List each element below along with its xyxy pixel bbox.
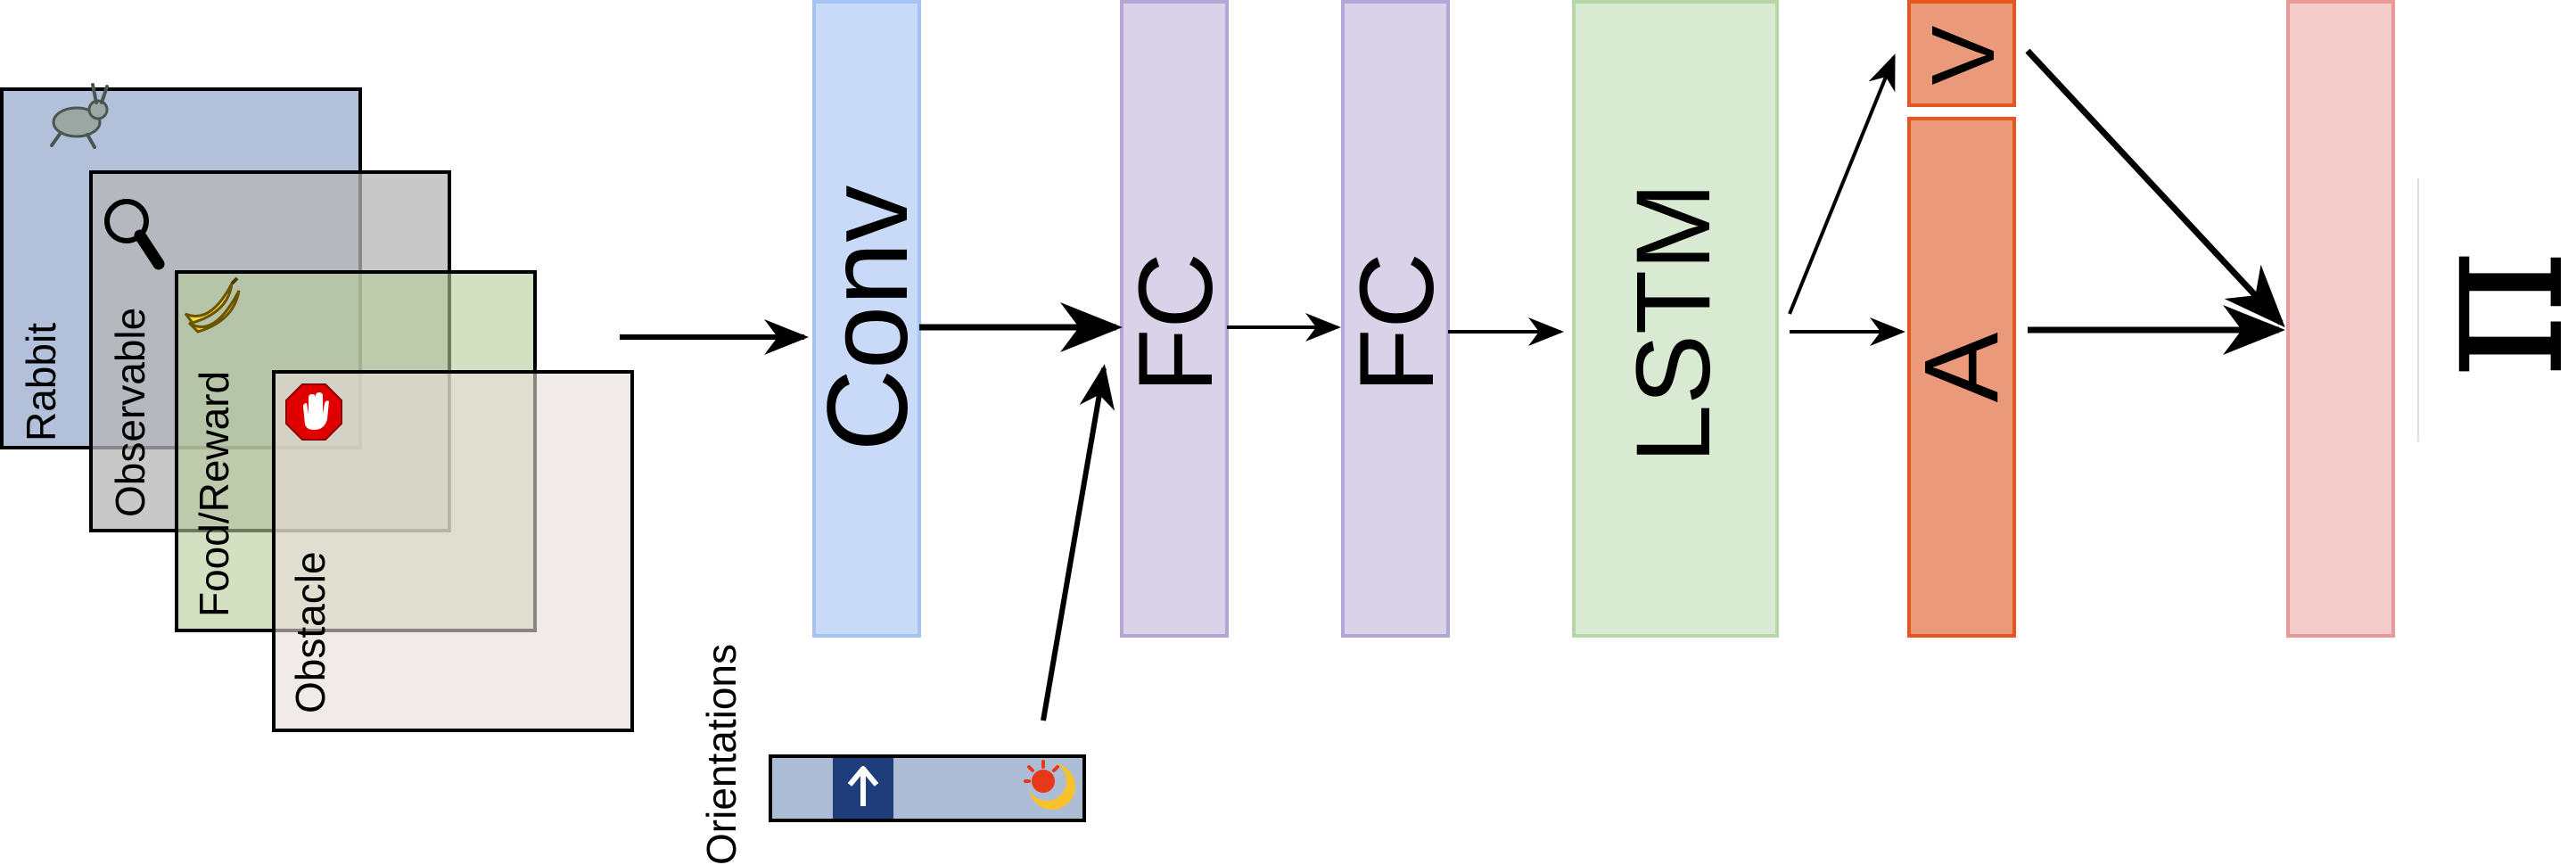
block-fc-2: FC [1338, 0, 1456, 638]
block-fc-1: FC [1117, 0, 1235, 638]
banana-icon [184, 276, 241, 334]
policy-symbol: π [2379, 250, 2576, 379]
policy-output: π [2379, 178, 2576, 441]
layer-label-rabbit: Rabbit [18, 323, 64, 441]
orientations-label: Orientations [698, 644, 745, 865]
connection-arrows [620, 48, 2285, 721]
magnifier-icon [104, 199, 165, 270]
layer-label-food-reward: Food/Reward [191, 371, 237, 617]
arrow-value-to-policy [2025, 48, 2285, 328]
block-label-lstm: LSTM [1615, 183, 1732, 464]
layer-label-observable: Observable [107, 308, 153, 517]
orientations-input: Orientations [698, 644, 1086, 865]
block-label-fc-2: FC [1338, 252, 1456, 392]
block-advantage: A [1903, 117, 2020, 638]
arrow-orientations-to-fc [1041, 364, 1115, 721]
rabbit-icon [50, 83, 109, 149]
block-lstm: LSTM [1572, 0, 1779, 638]
sun-moon-icon [1024, 760, 1075, 810]
input-layer-obstacle: Obstacle [272, 370, 634, 732]
block-conv: Conv [804, 0, 932, 638]
block-label-advantage: A [1903, 332, 2020, 402]
block-label-value: V [1913, 25, 2013, 85]
block-policy [2286, 0, 2395, 638]
arrow-up-icon [847, 766, 879, 806]
block-label-conv: Conv [804, 185, 932, 452]
block-label-fc-1: FC [1117, 252, 1235, 392]
arrow-lstm-to-value [1788, 54, 1896, 315]
layer-label-obstacle: Obstacle [287, 551, 333, 713]
block-value: V [1907, 0, 2016, 107]
stop-hand-icon [285, 383, 342, 441]
input-layer-stack: Rabbit Observable Food/Reward [0, 83, 634, 732]
